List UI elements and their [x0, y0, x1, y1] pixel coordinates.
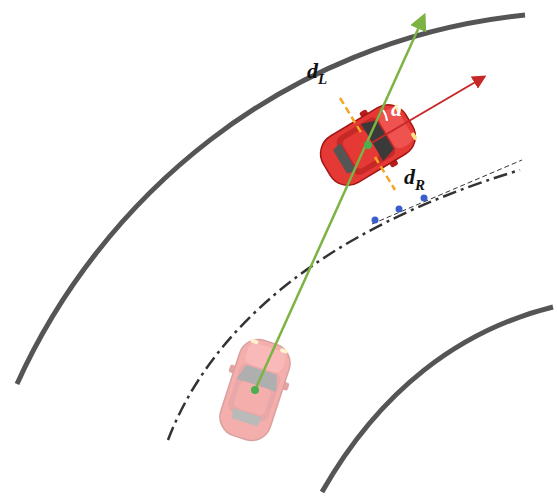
lane-point — [421, 195, 428, 202]
position-dot — [364, 141, 372, 149]
trajectory-line — [255, 16, 424, 390]
math-label: dR — [404, 166, 425, 188]
inner-road-edge — [322, 307, 553, 492]
left-distance-line — [340, 98, 362, 134]
current-car — [310, 93, 425, 197]
right-distance-line — [375, 157, 395, 190]
position-dot — [251, 386, 259, 394]
lane-center-line — [168, 170, 520, 440]
lane-point — [372, 217, 379, 224]
tangent-line — [372, 160, 522, 224]
angle-arc — [383, 110, 387, 121]
math-label: dL — [307, 60, 327, 82]
math-label: a — [391, 98, 402, 120]
heading-arrow — [368, 77, 484, 145]
previous-car — [210, 333, 300, 447]
outer-road-edge — [17, 15, 525, 384]
lane-point — [396, 206, 403, 213]
